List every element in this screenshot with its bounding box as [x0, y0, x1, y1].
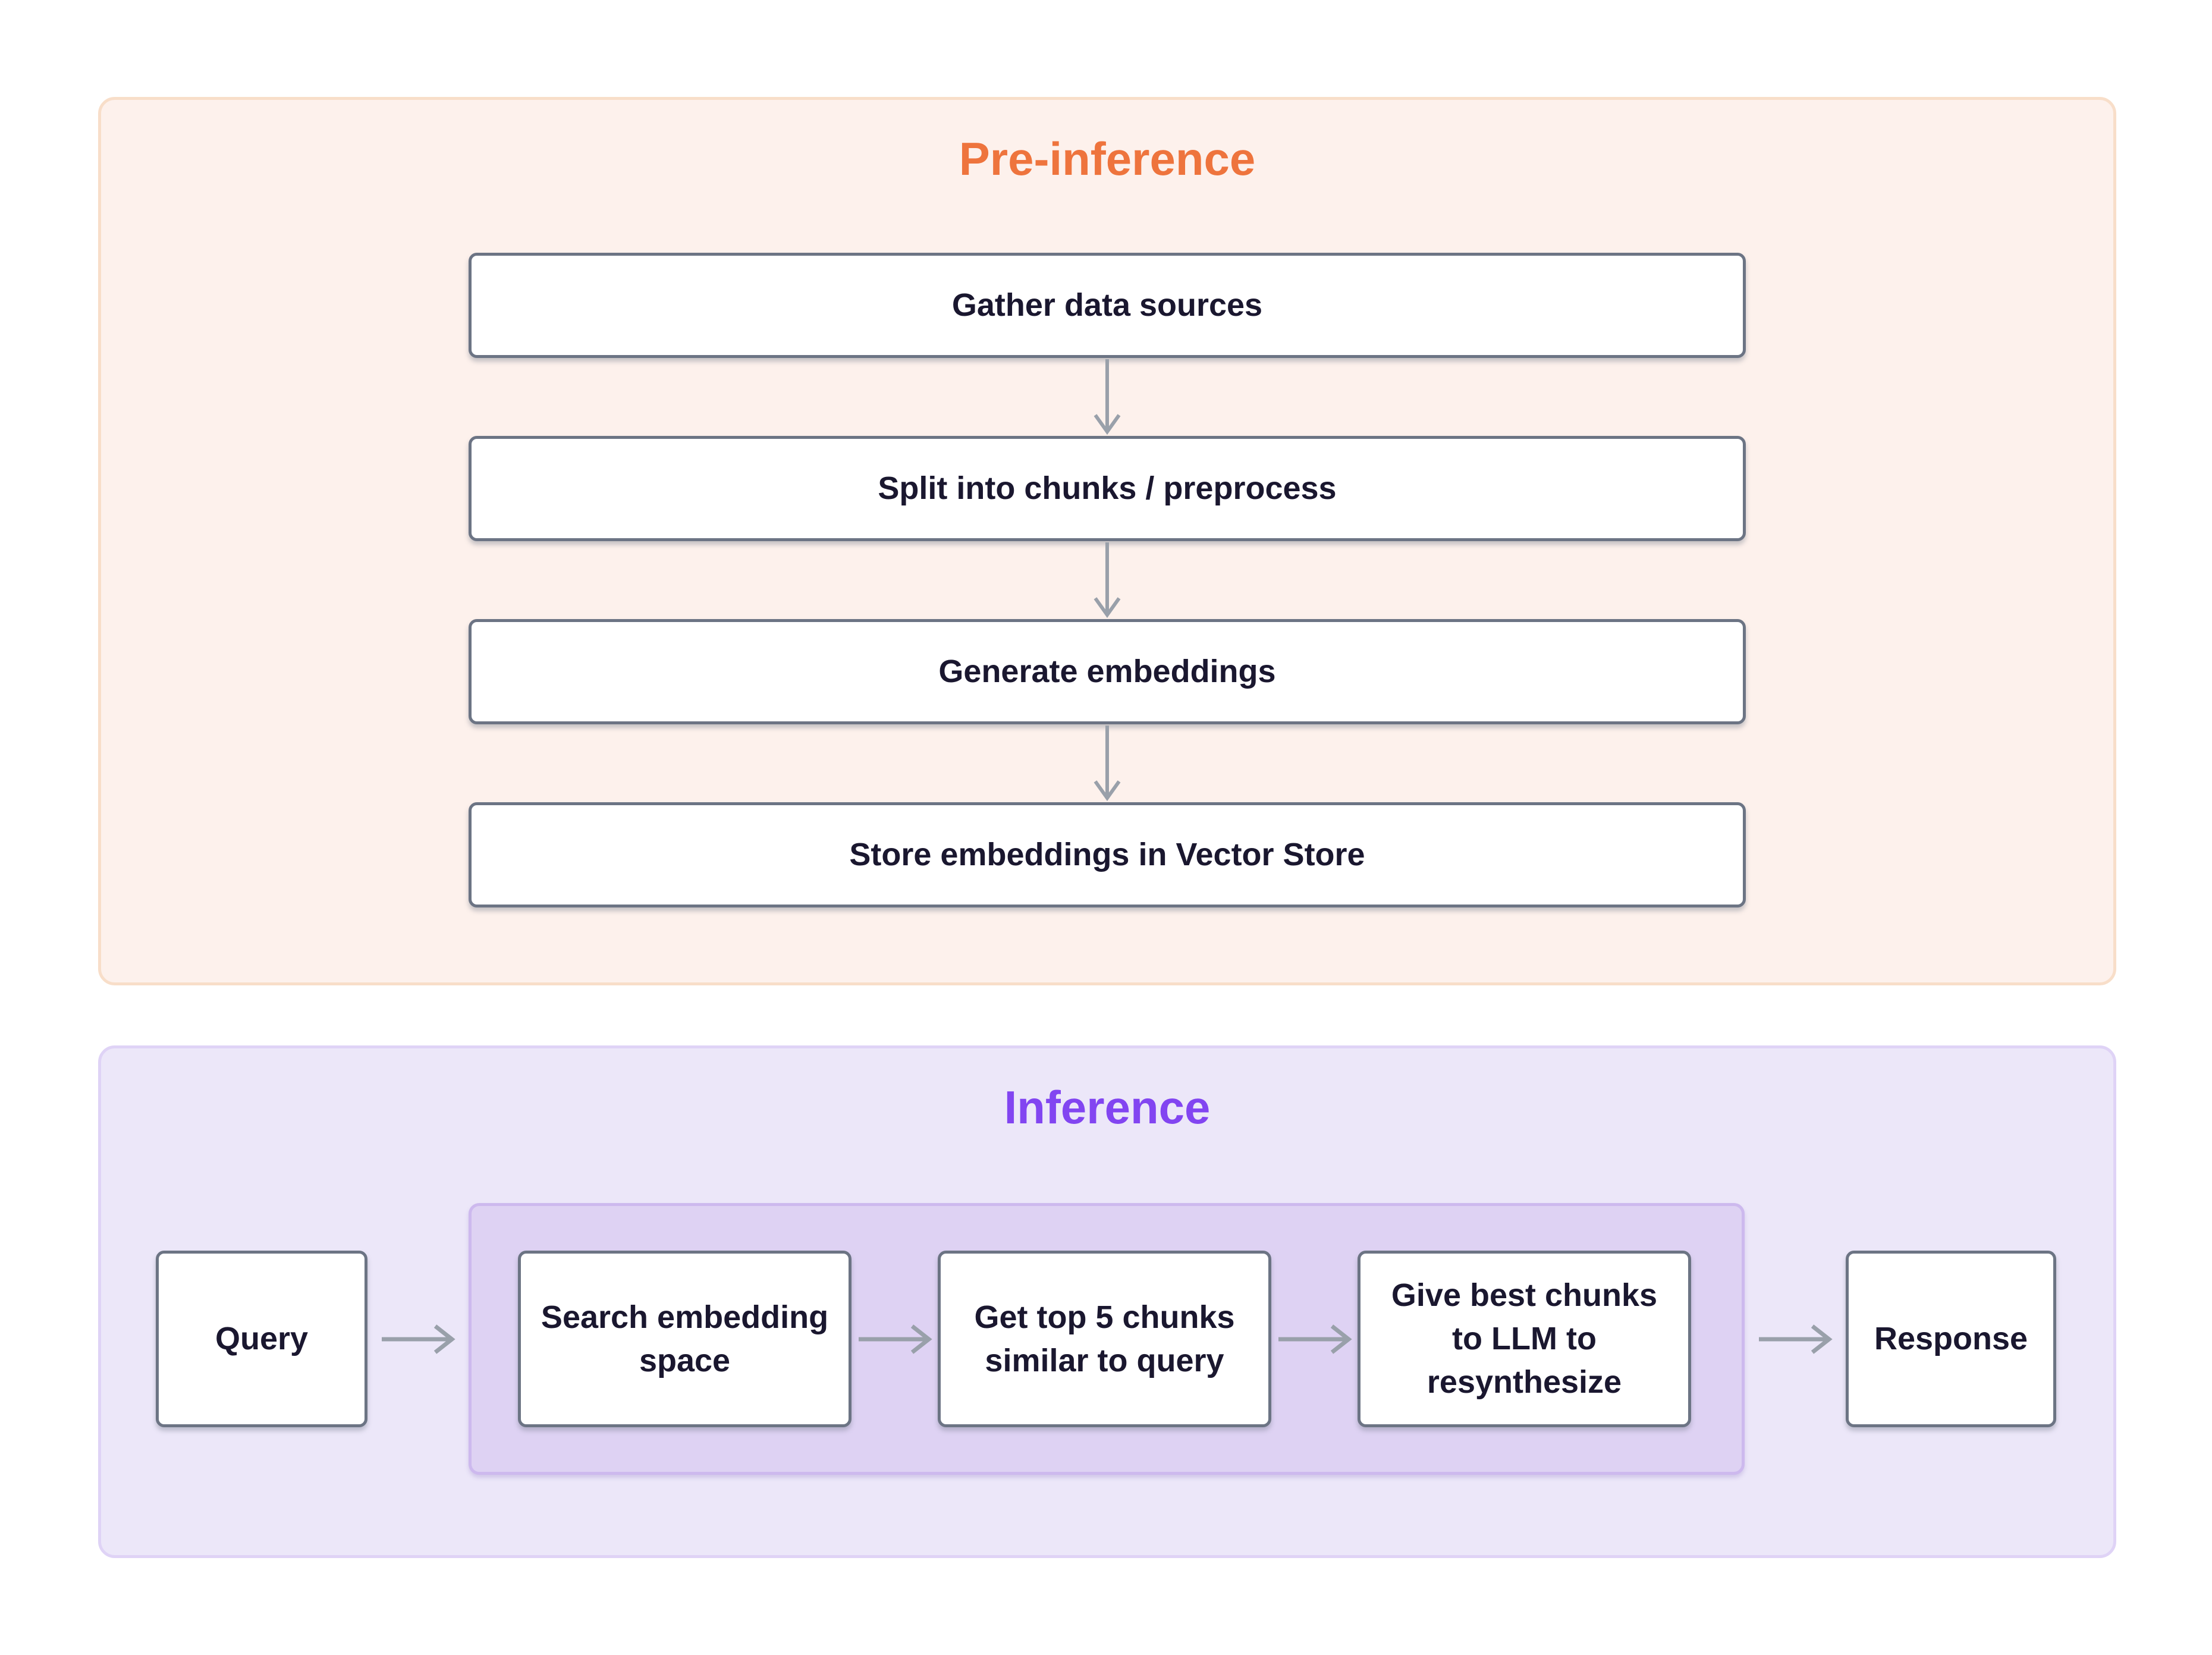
flow-node-label: Gather data sources	[951, 287, 1263, 324]
flow-node-label: Split into chunks / preprocess	[878, 470, 1337, 507]
pre-inference-flow: Gather data sources Split into chunks / …	[469, 253, 1746, 907]
arrow-right-icon	[1759, 1324, 1833, 1354]
arrow-right-2	[852, 1320, 938, 1358]
arrow-down-icon	[1094, 359, 1121, 435]
arrow-right-icon	[382, 1324, 455, 1354]
flow-node-give-chunks-to-llm: Give best chunks to LLM to resynthesize	[1358, 1251, 1691, 1427]
flow-node-gather-data-sources: Gather data sources	[469, 253, 1746, 358]
arrow-right-4	[1745, 1320, 1846, 1358]
inference-section: Inference Query Search embedding space	[98, 1045, 2116, 1558]
retrieval-pipeline-container: Search embedding space Get top 5 chunks …	[469, 1203, 1745, 1475]
pre-inference-section: Pre-inference Gather data sources Split …	[98, 97, 2116, 985]
flow-node-label: Search embedding space	[541, 1299, 829, 1378]
flow-node-split-chunks: Split into chunks / preprocess	[469, 436, 1746, 541]
flow-node-generate-embeddings: Generate embeddings	[469, 619, 1746, 724]
flow-node-search-embedding-space: Search embedding space	[518, 1251, 852, 1427]
flow-node-label: Store embeddings in Vector Store	[849, 837, 1365, 873]
flow-node-query: Query	[156, 1251, 367, 1427]
flow-node-get-top-chunks: Get top 5 chunks similar to query	[938, 1251, 1271, 1427]
arrow-down-3	[469, 724, 1746, 802]
arrow-down-1	[469, 358, 1746, 436]
inference-flow: Query Search embedding space	[156, 1203, 2060, 1475]
flow-node-label: Response	[1874, 1321, 2028, 1357]
flow-node-response: Response	[1846, 1251, 2056, 1427]
flow-node-store-embeddings: Store embeddings in Vector Store	[469, 802, 1746, 907]
flow-node-label: Generate embeddings	[938, 654, 1276, 690]
arrow-right-1	[367, 1320, 469, 1358]
arrow-down-icon	[1094, 726, 1121, 802]
flow-node-label: Get top 5 chunks similar to query	[974, 1299, 1235, 1378]
arrow-down-icon	[1094, 542, 1121, 618]
pre-inference-title: Pre-inference	[959, 133, 1256, 185]
flow-node-label: Give best chunks to LLM to resynthesize	[1391, 1277, 1658, 1400]
arrow-down-2	[469, 541, 1746, 619]
flow-node-label: Query	[215, 1321, 309, 1357]
inference-title: Inference	[1004, 1081, 1211, 1133]
arrow-right-3	[1271, 1320, 1358, 1358]
arrow-right-icon	[858, 1324, 932, 1354]
arrow-right-icon	[1278, 1324, 1352, 1354]
